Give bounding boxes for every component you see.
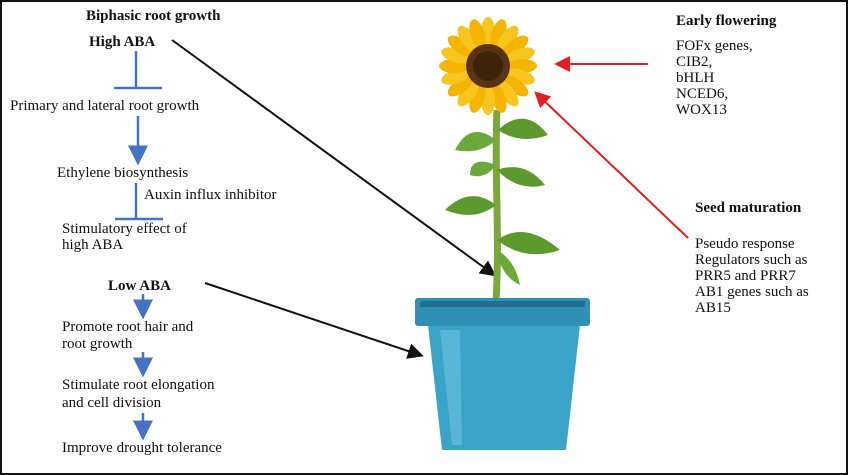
list-item: Regulators such as bbox=[695, 252, 808, 268]
early-flowering-title: Early flowering bbox=[676, 13, 777, 29]
petal-icon bbox=[469, 19, 486, 49]
primary-lateral-label: Primary and lateral root growth bbox=[10, 98, 200, 114]
petal-icon bbox=[497, 25, 519, 52]
high-aba-label: High ABA bbox=[89, 34, 155, 50]
petal-icon bbox=[447, 75, 474, 97]
petal-icon bbox=[447, 35, 474, 57]
petal-icon bbox=[497, 80, 519, 107]
stimulate-label-1: Stimulate root elongation bbox=[62, 377, 215, 393]
biphasic-title: Biphasic root growth bbox=[86, 8, 221, 24]
petal-icon bbox=[502, 35, 529, 57]
list-item: NCED6, bbox=[676, 86, 728, 102]
ethylene-label: Ethylene biosynthesis bbox=[57, 165, 188, 181]
list-item: bHLH bbox=[676, 70, 714, 86]
list-item: AB1 genes such as bbox=[695, 284, 809, 300]
list-item: FOFx genes, bbox=[676, 38, 753, 54]
auxin-label: Auxin influx inhibitor bbox=[144, 187, 277, 203]
stimulatory-label-1: Stimulatory effect of bbox=[62, 221, 187, 237]
connector-arrow-icon bbox=[171, 39, 497, 277]
drought-label: Improve drought tolerance bbox=[62, 440, 222, 456]
petal-icon bbox=[457, 25, 479, 52]
flower-pot-illustration bbox=[415, 298, 590, 450]
list-item: WOX13 bbox=[676, 102, 727, 118]
list-item: Pseudo response bbox=[695, 236, 795, 252]
red-arrow-icon bbox=[534, 91, 689, 239]
stimulate-label-2: and cell division bbox=[62, 395, 162, 411]
list-item: CIB2, bbox=[676, 54, 712, 70]
connector-arrow-icon bbox=[204, 282, 424, 359]
low-aba-label: Low ABA bbox=[108, 278, 171, 294]
petal-icon bbox=[457, 80, 479, 107]
seed-maturation-title: Seed maturation bbox=[695, 200, 802, 216]
list-item: AB15 bbox=[695, 300, 731, 316]
petal-icon bbox=[502, 75, 529, 97]
sunflower-illustration bbox=[439, 17, 560, 303]
promote-label-1: Promote root hair and bbox=[62, 319, 194, 335]
seed-maturation-list: Pseudo response Regulators such as PRR5 … bbox=[695, 236, 809, 316]
inhibit-icon bbox=[114, 51, 162, 90]
list-item: PRR5 and PRR7 bbox=[695, 268, 796, 284]
early-flowering-list: FOFx genes, CIB2, bHLH NCED6, WOX13 bbox=[676, 38, 753, 118]
stimulatory-label-2: high ABA bbox=[62, 237, 123, 253]
promote-label-2: root growth bbox=[62, 336, 133, 352]
inhibit-icon bbox=[115, 183, 163, 221]
